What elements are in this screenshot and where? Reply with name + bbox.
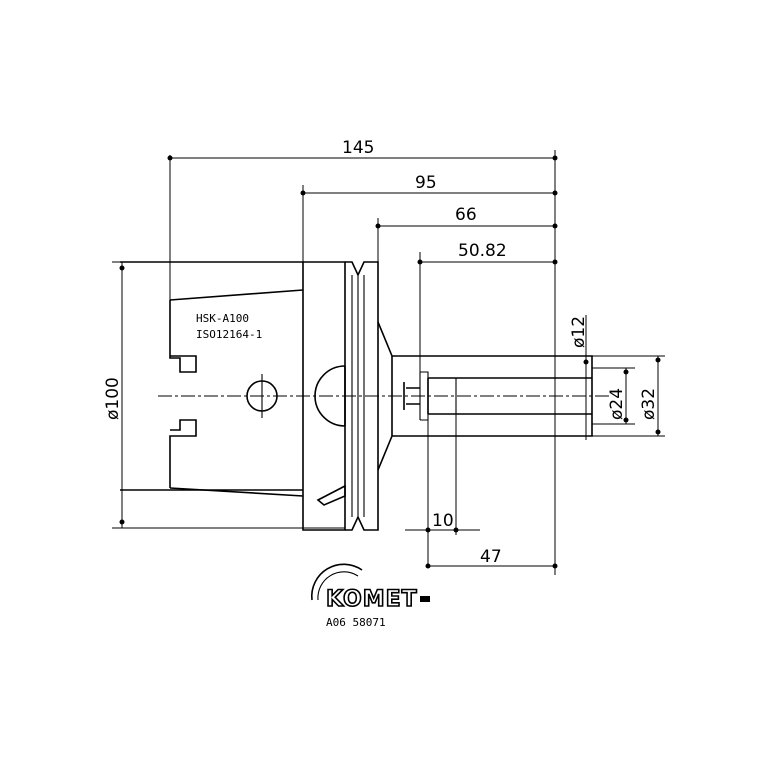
dim-flange-to-end: 95 <box>300 173 558 196</box>
dim-text-50-82: 50.82 <box>458 241 507 261</box>
dim-text-47: 47 <box>480 547 502 567</box>
screw-detail <box>403 382 420 410</box>
spec-line-1: HSK-A100 <box>196 312 249 325</box>
dim-overall-length: 145 <box>167 138 558 161</box>
dim-step-width: 10 <box>405 511 480 533</box>
hsk-taper <box>169 289 304 497</box>
hsk-shank-profile <box>169 300 197 488</box>
dim-text-66: 66 <box>455 205 477 225</box>
dim-bore-outer-diameter: ø32 <box>639 356 661 436</box>
dim-text-d32: ø32 <box>639 388 659 420</box>
dim-outer-diameter: ø100 <box>103 262 125 528</box>
dim-text-d100: ø100 <box>103 377 123 420</box>
logo-underline <box>420 596 430 602</box>
dim-bore-depth: 50.82 <box>417 241 558 265</box>
lower-wedge <box>316 484 346 506</box>
dim-text-d24: ø24 <box>607 388 627 420</box>
logo-arc-inner <box>317 571 359 601</box>
dim-collar-to-end: 66 <box>375 205 558 229</box>
dim-text-145: 145 <box>342 138 374 158</box>
extension-lines <box>112 150 665 575</box>
dim-text-95: 95 <box>415 173 437 193</box>
part-number: A06 58071 <box>326 616 386 629</box>
dim-bore-inner-diameter: ø24 <box>607 368 629 424</box>
dim-bore-length: 47 <box>425 547 558 569</box>
spec-line-2: ISO12164-1 <box>196 328 262 341</box>
dim-text-d12: ø12 <box>569 316 589 348</box>
brand-logo: KOMET <box>310 563 430 613</box>
dim-small-diameter: ø12 <box>569 315 589 440</box>
dim-text-10: 10 <box>432 511 454 531</box>
logo-arc <box>310 563 363 601</box>
brand-name: KOMET <box>326 587 418 612</box>
